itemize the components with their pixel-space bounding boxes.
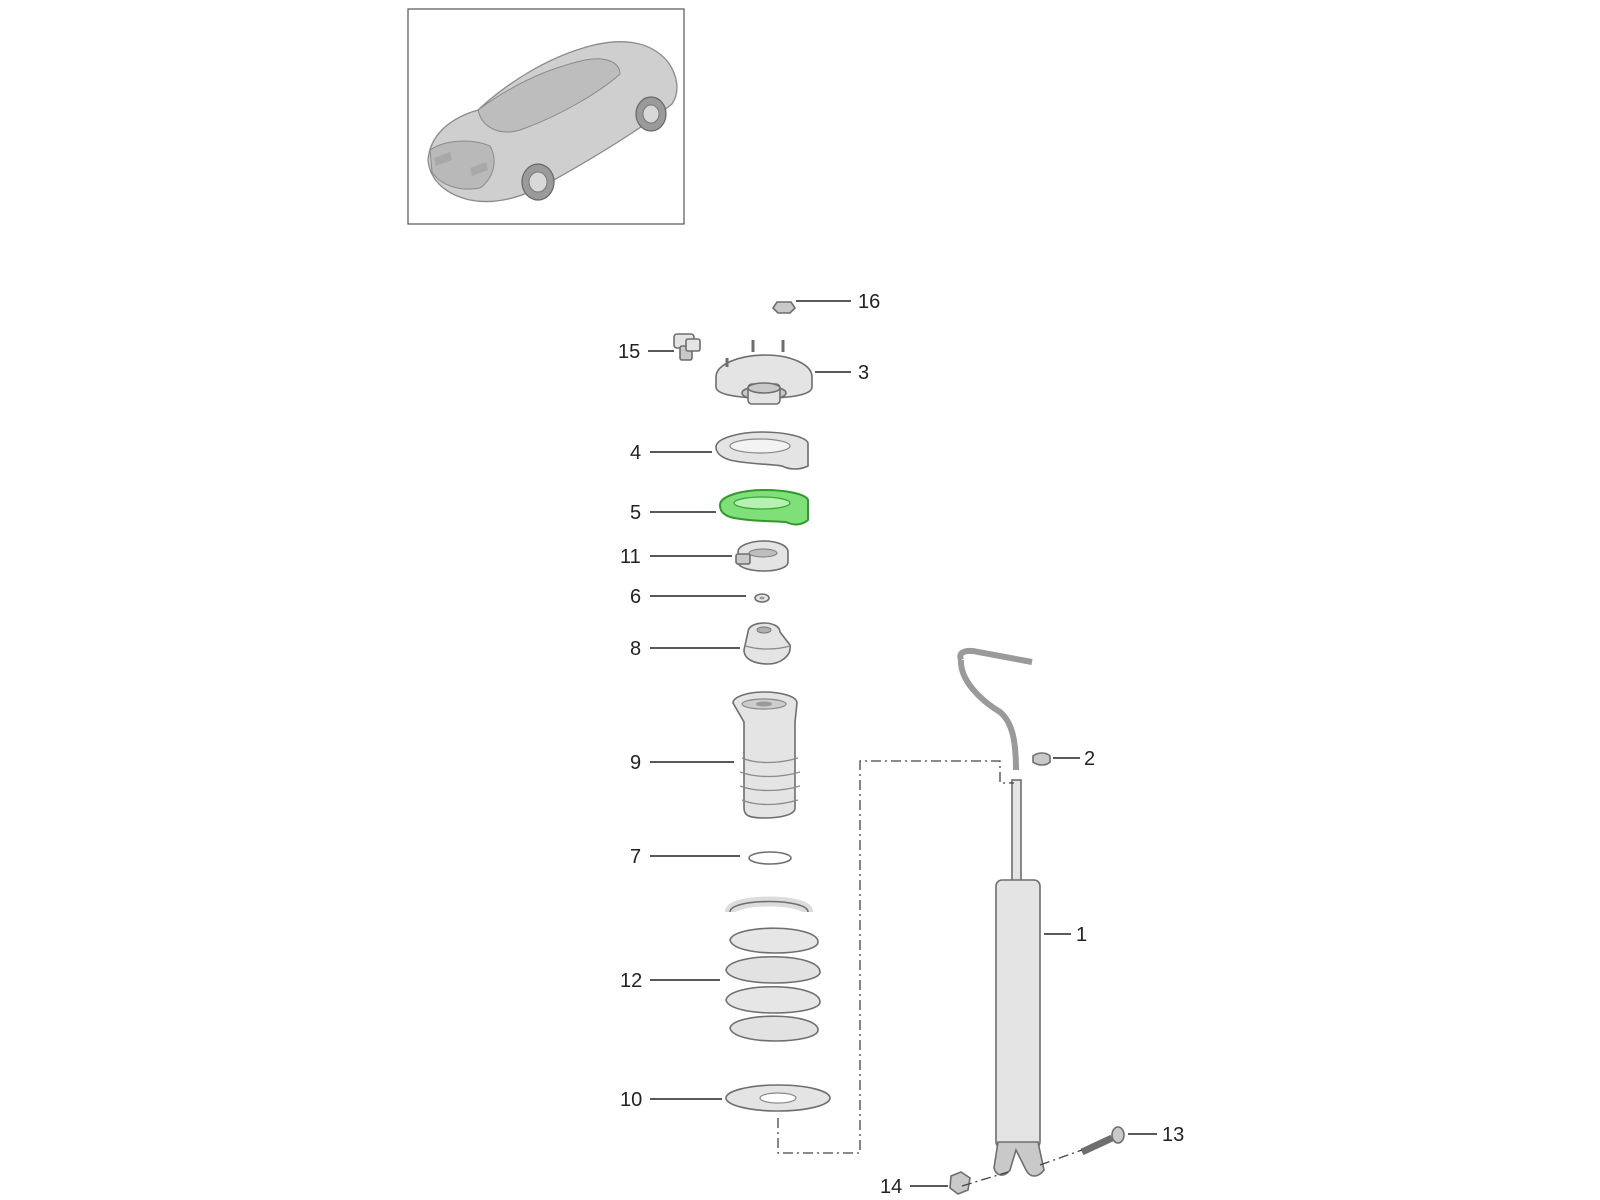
callout-4[interactable]: 4	[630, 442, 641, 464]
part-7-o-ring[interactable]	[748, 851, 792, 865]
callout-10[interactable]: 10	[620, 1089, 642, 1111]
callout-8[interactable]: 8	[630, 638, 641, 660]
callout-3[interactable]: 3	[858, 362, 869, 384]
vehicle-thumbnail[interactable]	[407, 8, 685, 225]
callout-9[interactable]: 9	[630, 752, 641, 774]
callout-5[interactable]: 5	[630, 502, 641, 524]
callout-2[interactable]: 2	[1084, 748, 1095, 770]
part-5-spring-pad-highlighted[interactable]	[718, 488, 809, 526]
callout-14[interactable]: 14	[880, 1176, 902, 1198]
part-4-spring-seat[interactable]	[715, 431, 809, 470]
part-14-nut[interactable]	[949, 1171, 971, 1195]
part-9-dust-boot[interactable]	[732, 691, 801, 819]
leader-lines	[648, 300, 1157, 1187]
part-1-shock-absorber[interactable]	[957, 648, 1045, 1177]
car-icon	[427, 41, 678, 203]
part-12-coil-spring[interactable]	[725, 896, 821, 1042]
callout-15[interactable]: 15	[618, 341, 640, 363]
callout-11[interactable]: 11	[620, 546, 641, 568]
callout-7[interactable]: 7	[630, 846, 641, 868]
callout-13[interactable]: 13	[1162, 1124, 1184, 1146]
part-10-spring-seat-washer[interactable]	[725, 1084, 831, 1112]
part-2-nut[interactable]	[1032, 752, 1051, 766]
part-3-top-mount[interactable]	[715, 340, 813, 405]
part-8-bump-stop[interactable]	[743, 622, 791, 665]
part-6-washer[interactable]	[754, 593, 770, 603]
part-11-bump-stop-mount[interactable]	[735, 540, 789, 572]
part-16-nut[interactable]	[771, 301, 797, 314]
callout-labels: 16 15 3 4 5 11 6 8 9 2 7 1 12 10 13 14	[618, 291, 1184, 1198]
callout-6[interactable]: 6	[630, 586, 641, 608]
part-15-bolt[interactable]	[673, 333, 701, 361]
part-13-bolt[interactable]	[1080, 1126, 1125, 1156]
callout-1[interactable]: 1	[1076, 924, 1087, 946]
callout-12[interactable]: 12	[620, 970, 642, 992]
assembly-lines	[777, 760, 1083, 1187]
callout-16[interactable]: 16	[858, 291, 880, 313]
